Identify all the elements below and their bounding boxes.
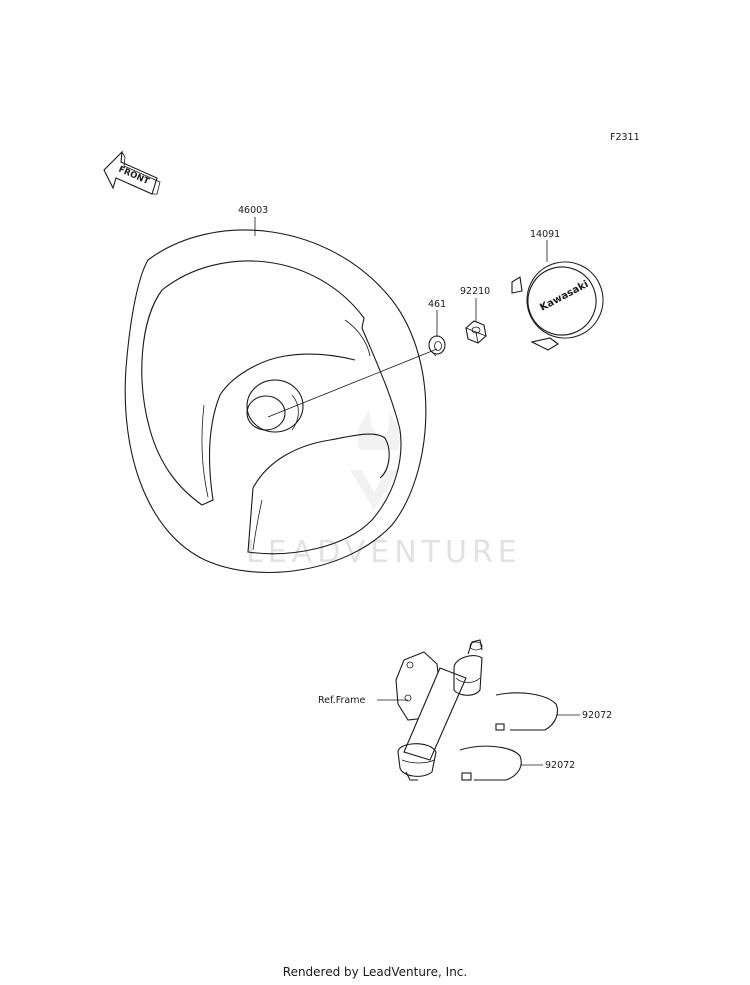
part-label-92210: 92210 bbox=[460, 286, 490, 297]
figure-code: F2311 bbox=[610, 132, 640, 143]
leadventure-watermark: LEADVENTURE bbox=[246, 410, 522, 570]
watermark-logo-icon bbox=[350, 410, 400, 510]
part-label-92072-lower: 92072 bbox=[545, 760, 575, 771]
front-arrow-icon: FRONT bbox=[103, 150, 161, 195]
part-label-92072-upper: 92072 bbox=[582, 710, 612, 721]
nut-92210 bbox=[465, 320, 487, 344]
clamp-92072-upper bbox=[495, 692, 559, 731]
part-label-46003: 46003 bbox=[238, 205, 268, 216]
leader-lines bbox=[254, 217, 580, 766]
part-label-461: 461 bbox=[428, 299, 446, 310]
ref-frame-label: Ref.Frame bbox=[318, 695, 365, 706]
clamp-92072-lower bbox=[459, 745, 522, 781]
washer-461 bbox=[428, 335, 446, 357]
watermark-text: LEADVENTURE bbox=[246, 535, 522, 570]
part-label-14091: 14091 bbox=[530, 229, 560, 240]
steering-wheel bbox=[124, 229, 427, 574]
emblem-cover-14091: Kawasaki bbox=[511, 261, 604, 351]
steering-column bbox=[395, 639, 483, 781]
footer-credit: Rendered by LeadVenture, Inc. bbox=[283, 965, 467, 979]
